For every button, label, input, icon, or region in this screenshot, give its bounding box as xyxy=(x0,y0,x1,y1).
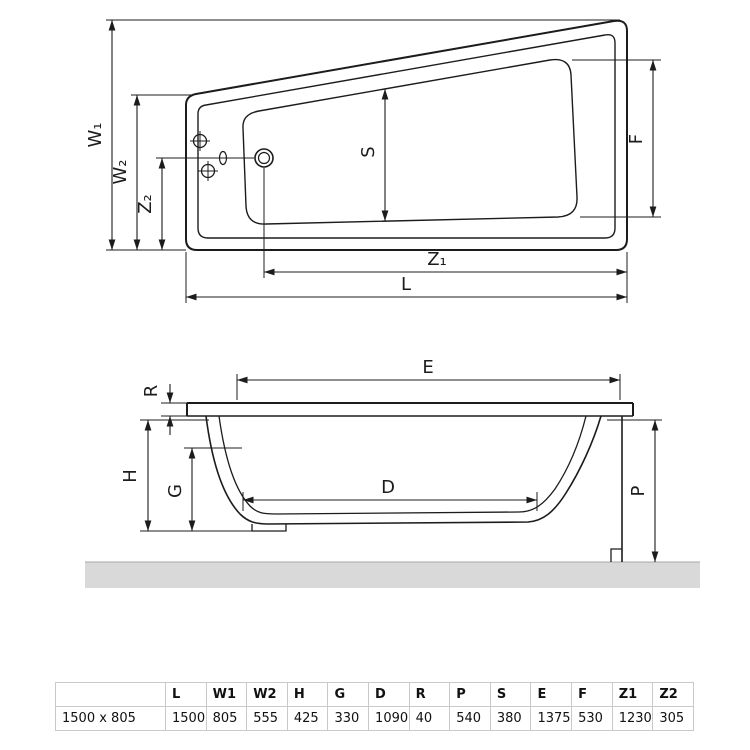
table-header-p: P xyxy=(449,682,491,707)
table-header-f: F xyxy=(571,682,613,707)
dimension-r: R xyxy=(141,384,207,435)
table-header-z2: Z2 xyxy=(652,682,694,707)
dim-label-p: P xyxy=(628,485,649,496)
dimension-f: F xyxy=(572,59,661,218)
tub-basin-outline xyxy=(242,58,578,225)
table-header-r: R xyxy=(408,682,451,707)
faucet-hole-top xyxy=(190,131,210,151)
value-cell: 555 xyxy=(246,706,288,731)
dimension-s: S xyxy=(358,89,389,221)
side-view: E R H G xyxy=(85,357,700,588)
shell-inner-profile xyxy=(218,415,587,515)
dimension-d: D xyxy=(242,477,538,511)
dimension-g: G xyxy=(165,447,242,531)
dimension-w2: W₂ xyxy=(110,94,194,250)
dim-label-w1: W₁ xyxy=(85,122,106,147)
right-foot xyxy=(610,548,622,562)
value-cell: 805 xyxy=(205,706,248,731)
shell-outer-profile xyxy=(205,415,602,525)
value-cell: 1375 xyxy=(530,706,573,731)
table-header-w1: W1 xyxy=(205,682,248,707)
dim-label-w2: W₂ xyxy=(110,159,131,184)
dim-label-z1: Z₁ xyxy=(427,249,447,270)
dim-label-r: R xyxy=(141,385,162,398)
value-cell: 330 xyxy=(327,706,370,731)
value-cell: 1500 xyxy=(165,706,207,731)
dim-label-s: S xyxy=(358,146,379,157)
dimension-w1: W₁ xyxy=(85,19,620,251)
value-cell: 530 xyxy=(571,706,613,731)
drain-hole xyxy=(254,148,274,168)
table-header-s: S xyxy=(489,682,532,707)
dim-label-f: F xyxy=(626,134,647,144)
table-header-d: D xyxy=(368,682,410,707)
value-cell: 40 xyxy=(408,706,451,731)
table-header-l: L xyxy=(165,682,207,707)
top-view: W₁ W₂ Z₂ S xyxy=(85,19,661,303)
dim-label-h: H xyxy=(120,469,141,483)
table-header-e: E xyxy=(530,682,573,707)
dim-label-d: D xyxy=(381,477,395,498)
value-cell: 425 xyxy=(286,706,329,731)
value-cell: 540 xyxy=(449,706,491,731)
value-cell: 380 xyxy=(489,706,532,731)
dimension-p: P xyxy=(607,419,662,562)
tub-rim-inner-outline xyxy=(197,33,616,239)
tub-outer-outline xyxy=(185,19,628,251)
bathtub-drawing: W₁ W₂ Z₂ S xyxy=(85,19,700,588)
dim-label-g: G xyxy=(165,484,186,498)
table-header-size xyxy=(55,682,166,707)
table-header-w2: W2 xyxy=(246,682,288,707)
dim-label-z2: Z₂ xyxy=(135,194,156,214)
faucet-hole-bottom xyxy=(198,161,218,181)
left-foot xyxy=(251,524,287,532)
dimension-z2: Z₂ xyxy=(135,157,254,250)
value-cell: 305 xyxy=(652,706,694,731)
dim-label-l: L xyxy=(401,274,411,295)
value-cell: 1230 xyxy=(611,706,654,731)
dimension-l: L xyxy=(185,252,627,303)
dimension-z1: Z₁ xyxy=(263,168,628,303)
drain-inner-circle xyxy=(257,151,271,165)
table-header-g: G xyxy=(327,682,370,707)
value-cell: 1090 xyxy=(368,706,410,731)
dimension-e: E xyxy=(236,357,621,400)
dim-label-e: E xyxy=(422,357,433,378)
floor xyxy=(85,562,700,588)
table-header-z1: Z1 xyxy=(611,682,654,707)
dimension-h: H xyxy=(120,419,258,532)
size-cell: 1500 x 805 xyxy=(55,706,166,731)
table-header-h: H xyxy=(286,682,329,707)
drain-outer-circle xyxy=(254,148,274,168)
